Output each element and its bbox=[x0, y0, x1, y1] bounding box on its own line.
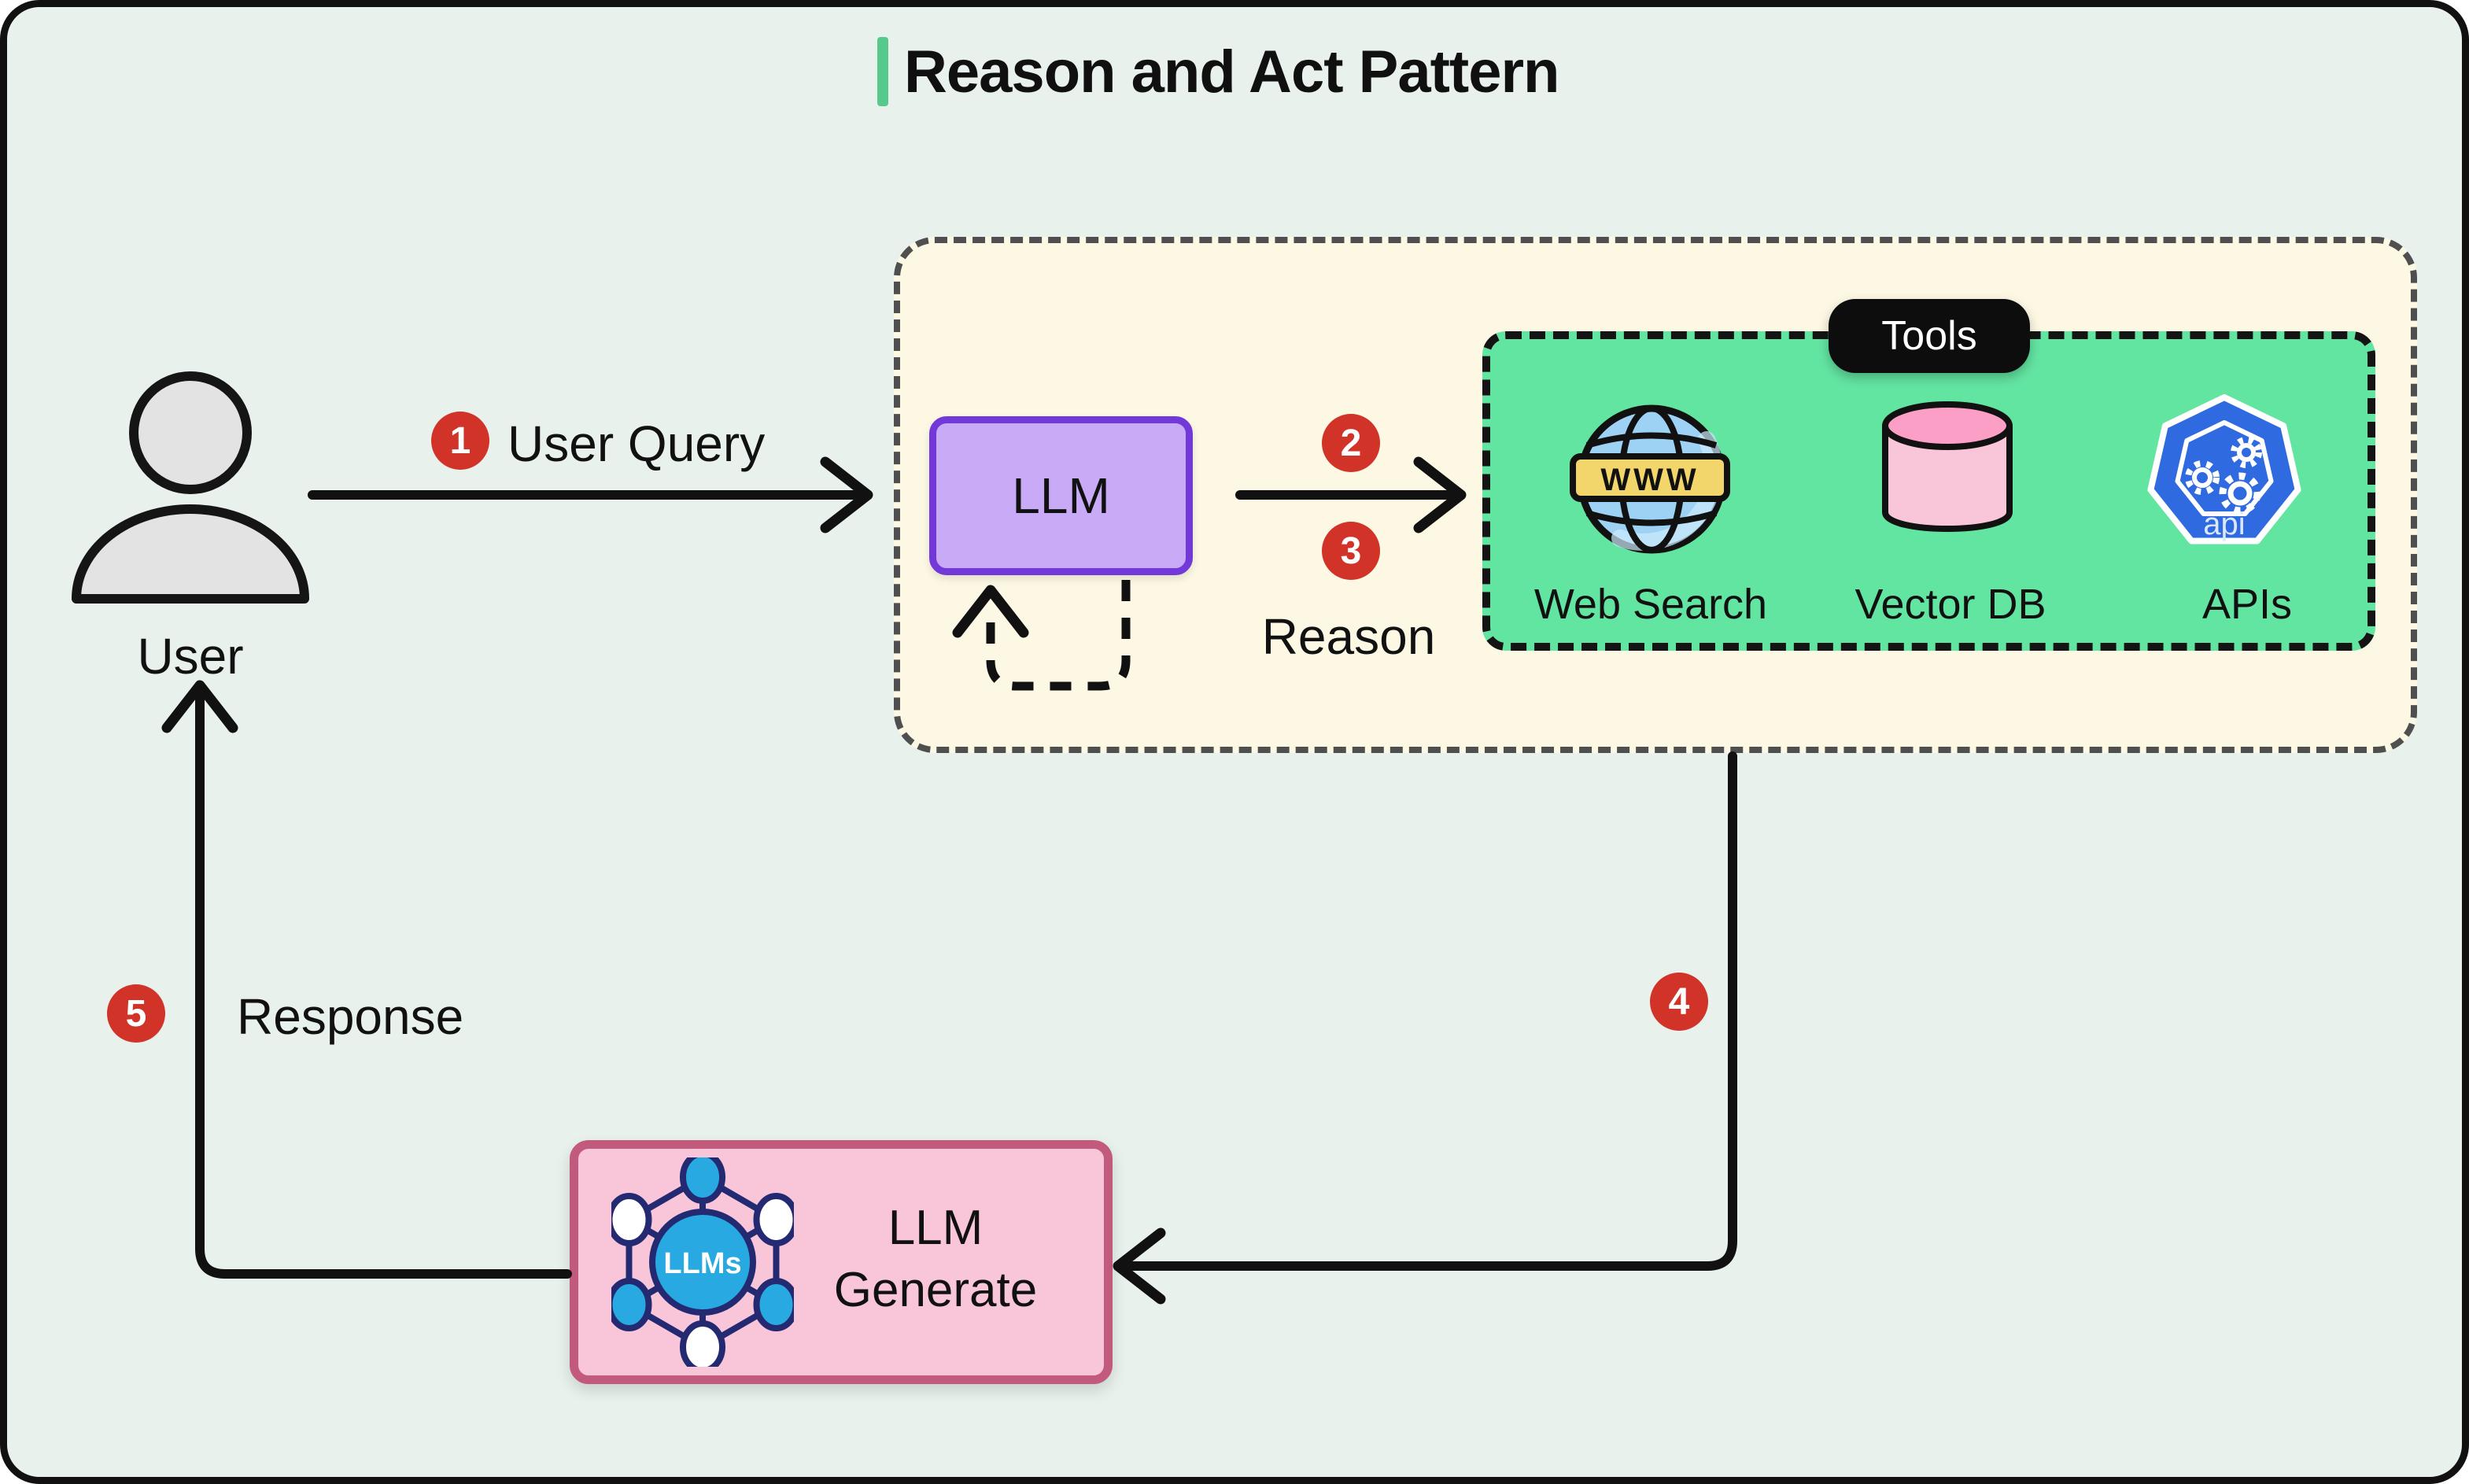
llm-generate-label-line1: LLM bbox=[888, 1201, 984, 1255]
step-badge-5: 5 bbox=[107, 984, 165, 1043]
tools-badge-label: Tools bbox=[1881, 313, 1977, 359]
www-banner-text: WWW bbox=[1600, 463, 1699, 497]
user-icon bbox=[72, 371, 309, 604]
page-title: Reason and Act Pattern bbox=[877, 37, 1559, 106]
database-cylinder-icon bbox=[1882, 401, 2013, 532]
step-badge-1: 1 bbox=[431, 412, 489, 470]
api-gears bbox=[2185, 437, 2262, 515]
user-label: User bbox=[137, 628, 244, 685]
step-badge-1-number: 1 bbox=[449, 419, 471, 462]
step-badge-2: 2 bbox=[1322, 414, 1380, 472]
step-badge-4: 4 bbox=[1650, 973, 1708, 1031]
user-query-label: User Query bbox=[507, 415, 766, 472]
llm-generate-label-line2: Generate bbox=[833, 1263, 1038, 1318]
vector-db-label: Vector DB bbox=[1855, 581, 2046, 628]
step-badge-3-number: 3 bbox=[1340, 530, 1362, 572]
reason-label: Reason bbox=[1261, 608, 1436, 665]
tools-badge: Tools bbox=[1829, 299, 2030, 373]
apis-label: APIs bbox=[2201, 581, 2293, 628]
arrow-act-to-generate bbox=[1113, 751, 1737, 1305]
page-title-text: Reason and Act Pattern bbox=[904, 38, 1559, 105]
llm-node-label: LLM bbox=[1012, 467, 1110, 524]
api-heptagon-icon: api bbox=[2147, 394, 2301, 545]
step-badge-3: 3 bbox=[1322, 522, 1380, 580]
response-label: Response bbox=[237, 988, 464, 1045]
llm-network-icon: LLMs bbox=[611, 1157, 794, 1367]
step-badge-5-number: 5 bbox=[125, 992, 147, 1035]
title-accent-bar bbox=[877, 37, 888, 106]
step-badge-2-number: 2 bbox=[1340, 422, 1362, 464]
llm-network-icon-text: LLMs bbox=[663, 1247, 741, 1280]
llm-generate-label: LLM Generate bbox=[806, 1197, 1065, 1322]
api-icon-text: api bbox=[2203, 507, 2245, 541]
web-search-label: Web Search bbox=[1533, 581, 1768, 628]
www-banner: WWW bbox=[1570, 453, 1730, 502]
arrow-response-to-user bbox=[161, 680, 572, 1279]
step-badge-4-number: 4 bbox=[1668, 980, 1690, 1023]
llm-node: LLM bbox=[929, 416, 1193, 575]
